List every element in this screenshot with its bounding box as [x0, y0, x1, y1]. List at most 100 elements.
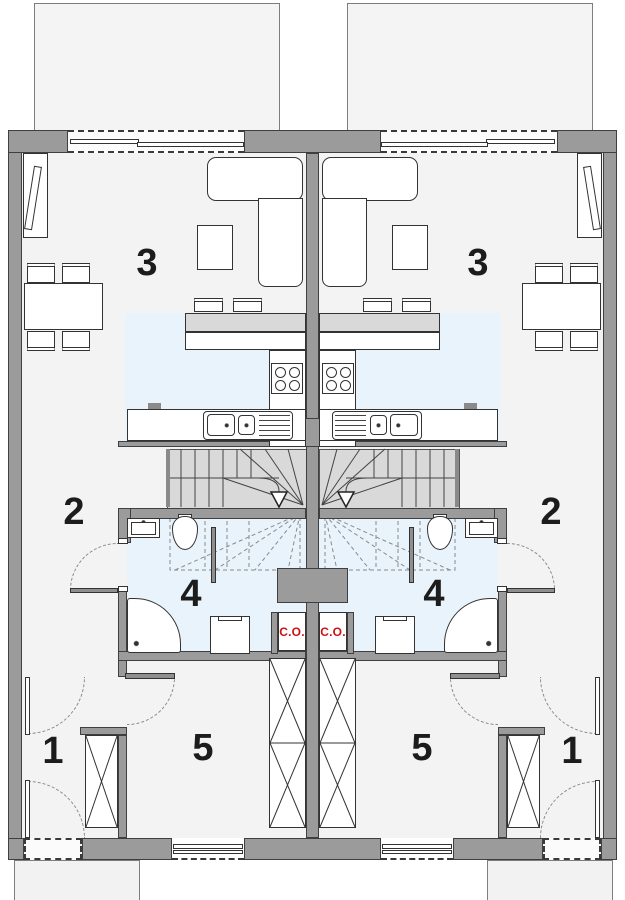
sofa-back-right [322, 157, 418, 201]
wardrobe-entry-left [85, 735, 118, 828]
terrace-door-pane-left-a [70, 139, 139, 144]
coffee-table-right [392, 225, 428, 270]
entrance-door-leaf-right [595, 780, 600, 838]
washbasin-bowl-left [131, 522, 156, 535]
room-label-entry-left: 1 [42, 730, 64, 772]
terrace-door-opening-right [381, 130, 557, 153]
dining-chair [535, 263, 563, 283]
understair-door-leaf-left [211, 527, 216, 583]
entry-hall-door-leaf-right [595, 677, 600, 735]
bathroom-door-leaf-right [507, 588, 555, 593]
dining-chair [535, 331, 563, 351]
room-label-hall-left: 2 [63, 491, 85, 533]
entry-porch-left [14, 860, 140, 900]
room-label-bathroom-left: 4 [180, 573, 202, 615]
sink-drainer [259, 415, 290, 437]
room-label-bathroom-right: 4 [423, 573, 445, 615]
entry-hall-wall-stub-left [80, 727, 127, 735]
room-label-entry-right: 1 [561, 730, 583, 772]
dining-chair [27, 263, 55, 283]
bar-stool [402, 298, 431, 312]
sofa-chaise-right [322, 198, 367, 287]
bedroom-window-pane-right-a [382, 844, 452, 849]
bedroom-door-leaf-left [125, 673, 175, 679]
kitchen-bar-counter-left [185, 332, 306, 350]
room-label-living-left: 3 [136, 242, 158, 284]
washing-machine-right [375, 616, 415, 654]
room-label-bedroom-left: 5 [192, 727, 214, 769]
entrance-opening-right [543, 838, 601, 860]
bottom-wall-right-corner [601, 838, 617, 860]
boiler-label-right: C.O. [320, 625, 346, 639]
dining-chair [62, 331, 90, 351]
dining-chair [570, 331, 598, 351]
boiler-closet-wall-right [347, 612, 354, 654]
wardrobe-bedroom-left [269, 658, 306, 828]
terrace-door-opening-left [68, 130, 244, 153]
room-label-hall-right: 2 [540, 491, 562, 533]
room-label-bedroom-right: 5 [411, 727, 433, 769]
bedroom-window-opening-left [172, 838, 244, 860]
dining-table-right [522, 283, 601, 330]
entrance-door-leaf-left [25, 780, 30, 838]
terrace-door-pane-right-a [486, 139, 555, 144]
wardrobe-bedroom-right [319, 658, 356, 828]
door-jamb [497, 586, 507, 592]
bar-stool [233, 298, 262, 312]
toilet-right [427, 516, 453, 550]
kitchen-bar-top-left [185, 313, 306, 332]
terrace-left [34, 3, 280, 132]
washing-machine-left [210, 616, 250, 654]
bathroom-side-wall-lower-right [498, 590, 507, 677]
boiler-closet-left [278, 612, 306, 651]
sink-basin-small [370, 415, 387, 435]
top-wall-corner-left [8, 130, 68, 153]
toilet-left [172, 516, 198, 550]
bar-stool [194, 298, 223, 312]
room-label-living-right: 3 [467, 242, 489, 284]
kitchen-bar-counter-right [319, 332, 440, 350]
bathroom-side-wall-lower-left [118, 590, 127, 677]
dining-chair [62, 263, 90, 283]
entry-bedroom-divider-right [498, 735, 507, 838]
sink-drainer [335, 415, 366, 437]
boiler-label-left: C.O. [279, 625, 305, 639]
stairs-treads-right [321, 448, 458, 571]
entry-hall-wall-stub-right [498, 727, 545, 735]
exterior-wall-left [8, 130, 22, 860]
bar-stool [363, 298, 392, 312]
kitchen-wall-return-right [464, 403, 477, 409]
coffee-table-left [197, 225, 233, 270]
boiler-closet-right [319, 612, 347, 651]
party-wall-center [306, 153, 319, 838]
terrace-right [347, 3, 593, 132]
bedroom-window-pane-left-a [173, 844, 243, 849]
dining-table-left [24, 283, 103, 330]
door-jamb [497, 538, 507, 544]
stair-side-wall-right [455, 449, 459, 507]
entry-porch-right [487, 860, 613, 900]
sink-basin-small [238, 415, 255, 435]
stairs-treads-left [167, 448, 304, 571]
cooktop-left [271, 363, 303, 394]
entry-hall-door-leaf-left [25, 677, 30, 735]
boiler-closet-wall-left [271, 612, 278, 654]
wardrobe-entry-right [507, 735, 540, 828]
sofa-chaise-left [258, 198, 303, 287]
bathroom-door-leaf-left [70, 588, 118, 593]
washing-machine-drawer-left [218, 616, 242, 621]
understair-door-leaf-right [409, 527, 414, 583]
bottom-wall-right [453, 838, 543, 860]
bottom-wall-left-corner [8, 838, 24, 860]
washing-machine-drawer-right [383, 616, 407, 621]
sink-basin [207, 414, 235, 436]
kitchen-bar-top-right [319, 313, 440, 332]
entry-bedroom-divider-left [118, 735, 127, 838]
terrace-door-pane-left-b [137, 142, 244, 147]
door-jamb [118, 586, 128, 592]
door-jamb [118, 538, 128, 544]
cooktop-right [322, 363, 354, 394]
exterior-wall-right [603, 130, 617, 860]
stair-side-wall-left [166, 449, 170, 507]
